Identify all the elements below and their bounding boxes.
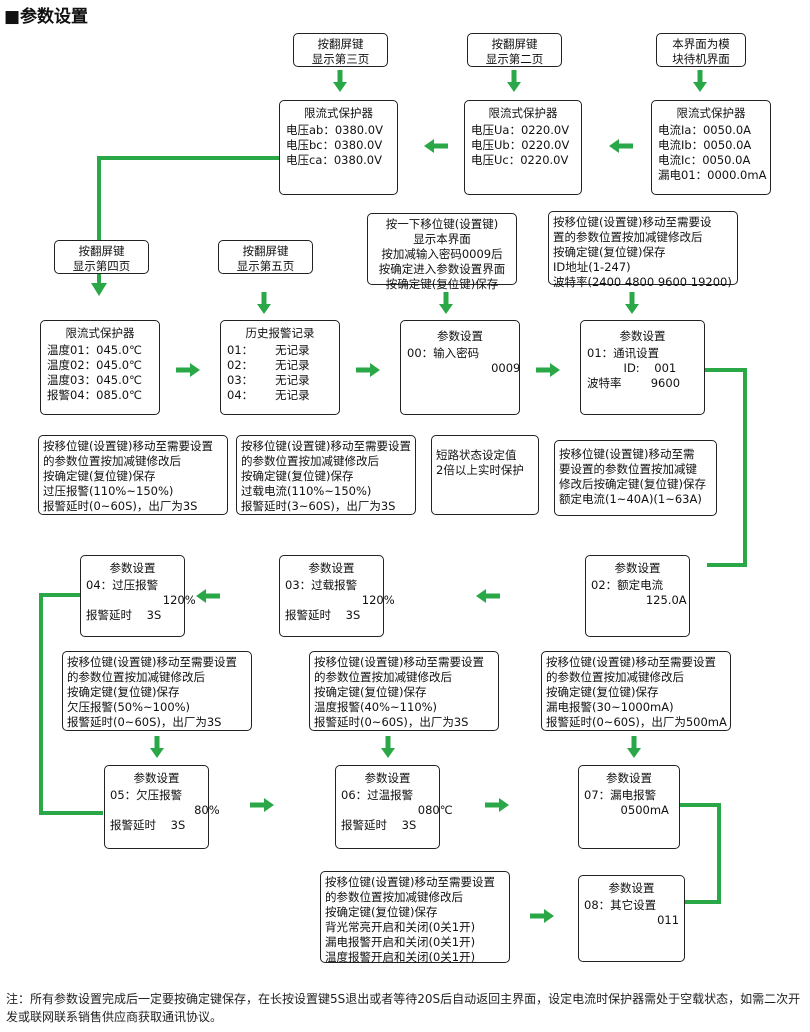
footer-note: 注：所有参数设置完成后一定要按确定键保存，在长按设置键5S退出或者等待20S后自… xyxy=(6,992,801,1024)
arrow-left-2 xyxy=(609,139,633,153)
connector-arrowhead-page4 xyxy=(91,283,107,296)
arrow-down-3 xyxy=(693,70,707,92)
connector-comm-to-rated xyxy=(705,368,747,567)
arrow-down-2 xyxy=(507,70,521,92)
note-over-voltage: 按移位键(设置键)移动至需要设置的参数位置按加减键修改后按确定键(复位键)保存过… xyxy=(38,435,228,515)
note-rated-current: 按移位键(设置键)移动至需要设置的参数位置按加减键修改后按确定键(复位键)保存额… xyxy=(554,440,717,516)
arrow-left-3 xyxy=(196,589,220,603)
connector-overv-to-underv xyxy=(39,593,103,815)
note-page3: 按翻屏键显示第三页 xyxy=(293,33,388,67)
arrow-right-4 xyxy=(250,798,274,812)
arrow-down-4 xyxy=(257,292,271,314)
screen-leakage: 参数设置 07：漏电报警 0500mA xyxy=(578,765,680,849)
note-leakage: 按移位键(设置键)移动至需要设置的参数位置按加减键修改后按确定键(复位键)保存漏… xyxy=(541,651,731,731)
screen-over-current: 参数设置 03：过载报警 120% 报警延时 3S xyxy=(279,555,395,637)
arrow-down-6 xyxy=(625,292,639,314)
arrow-right-2 xyxy=(356,363,380,377)
screen-phase-voltage: 限流式保护器 电压Ua：0220.0V 电压Ub：0220.0V 电压Uc：02… xyxy=(464,100,582,195)
screen-under-voltage: 参数设置 05：欠压报警 80% 报警延时 3S xyxy=(104,765,220,849)
screen-temp-alarm: 参数设置 06：过温报警 080℃ 报警延时 3S xyxy=(335,765,453,849)
note-over-current: 按移位键(设置键)移动至需要设置的参数位置按加减键修改后按确定键(复位键)保存过… xyxy=(236,435,416,515)
arrow-down-1 xyxy=(333,70,347,92)
screen-line-voltage: 限流式保护器 电压ab：0380.0V 电压bc：0380.0V 电压ca：03… xyxy=(279,100,398,195)
note-page5: 按翻屏键显示第五页 xyxy=(218,240,313,274)
page-title: ■参数设置 xyxy=(4,7,89,27)
note-other-settings: 按移位键(设置键)移动至需要设置的参数位置按加减键修改后按确定键(复位键)保存背… xyxy=(320,871,510,964)
connector-leak-to-other xyxy=(680,803,721,904)
arrow-down-7 xyxy=(150,736,164,758)
arrow-right-5 xyxy=(485,798,509,812)
screen-temperature: 限流式保护器 温度01：045.0℃ 温度02：045.0℃ 温度03：045.… xyxy=(40,320,160,415)
screen-history: 历史报警记录 01： 无记录 02： 无记录 03： 无记录 04： 无记录 xyxy=(220,320,340,415)
arrow-right-3 xyxy=(536,363,560,377)
screen-other-settings: 参数设置 08：其它设置 011 xyxy=(578,875,685,962)
arrow-down-8 xyxy=(381,736,395,758)
arrow-left-4 xyxy=(476,589,500,603)
note-enter-setup: 按一下移位键(设置键)显示本界面按加减输入密码0009后按确定进入参数设置界面按… xyxy=(367,213,517,291)
note-temp-alarm: 按移位键(设置键)移动至需要设置的参数位置按加减键修改后按确定键(复位键)保存温… xyxy=(309,651,499,731)
screen-comm-settings: 参数设置 01：通讯设置 ID: 001 波特率 9600 xyxy=(580,320,705,415)
screen-over-voltage: 参数设置 04：过压报警 120% 报警延时 3S xyxy=(80,555,196,637)
screen-main-standby: 限流式保护器 电流Ia：0050.0A 电流Ib：0050.0A 电流Ic：00… xyxy=(651,100,771,195)
arrow-down-9 xyxy=(627,736,641,758)
screen-rated-current: 参数设置 02：额定电流 125.0A xyxy=(585,555,690,637)
note-page4: 按翻屏键显示第四页 xyxy=(54,240,149,274)
arrow-right-1 xyxy=(176,363,200,377)
screen-password: 参数设置 00：输入密码 0009 xyxy=(400,320,520,415)
note-under-voltage: 按移位键(设置键)移动至需要设置的参数位置按加减键修改后按确定键(复位键)保存欠… xyxy=(62,651,252,731)
arrow-right-6 xyxy=(530,909,554,923)
arrow-down-5 xyxy=(439,292,453,314)
note-page2: 按翻屏键显示第二页 xyxy=(467,33,562,67)
arrow-left-1 xyxy=(424,139,448,153)
note-standby: 本界面为模块待机界面 xyxy=(656,33,746,67)
